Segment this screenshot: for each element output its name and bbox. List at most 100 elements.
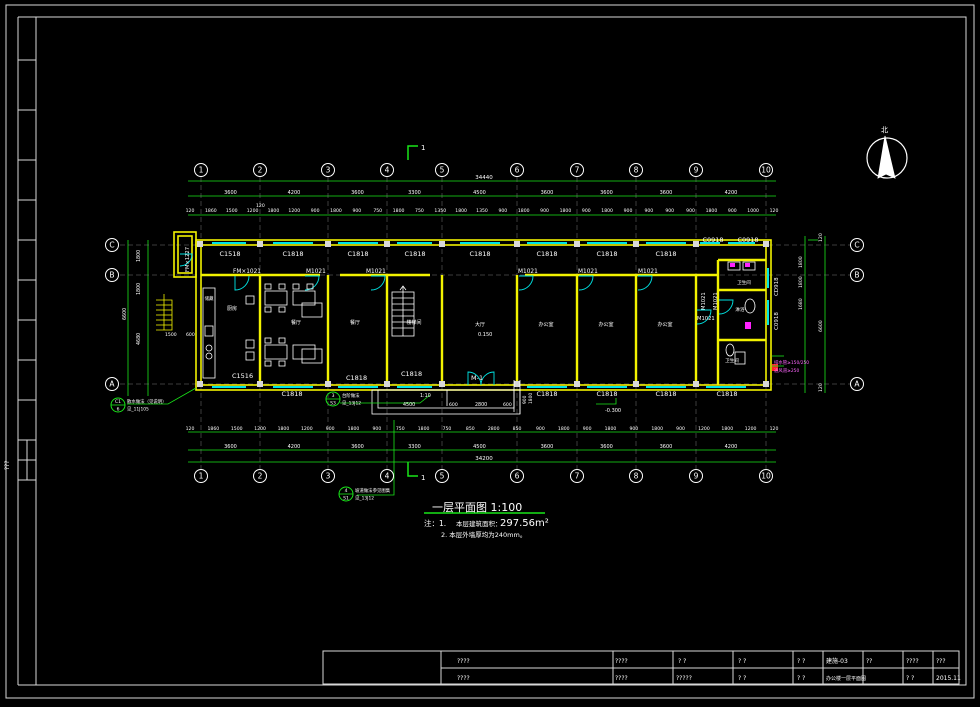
axis-bubble-bottom-4 [380,469,394,483]
toilet-fixtures [725,261,756,365]
note-line1-value: 297.56m² [500,518,549,529]
door-tag: M1021 [638,269,658,275]
kitchen-counter [202,287,216,379]
axis-bubble-top-8 [629,163,643,177]
detail-dimension-top: 1800 [601,208,613,214]
axis-bubble-left-0 [105,238,119,252]
window-tag: C1518 [219,250,240,258]
window-tag: C1818 [655,250,676,258]
title-block-cell: ???? [457,675,470,682]
axis-bubble-top-10 [759,163,773,177]
leader-lines [127,355,784,496]
title-block-cell: ???? [906,658,919,665]
callout-ref: 见_13J12 [342,401,361,407]
axis-bubble-right-1 [850,268,864,282]
bay-dimension-top: 4200 [288,190,301,196]
door-tag: M1021 [518,269,538,275]
main-stair [391,285,415,337]
side-dimension-right: 1800 [798,276,804,288]
overall-dimension-top: 34440 [475,175,493,181]
room-label: 卫生间 [737,279,751,286]
axis-bubble-top-5-label: 5 [440,166,445,175]
detail-dimension-top: 1200 [288,208,300,214]
window-tag: CD918 [774,277,780,296]
title-block-cell: ? ? [738,675,746,682]
detail-dimension-bottom: 1860 [208,426,220,432]
bay-dimension-bottom: 3600 [660,444,673,450]
room-label: 淋浴 [735,306,745,313]
detail-dimension-top: 1860 [205,208,217,214]
axis-bubble-top-3 [321,163,335,177]
axis-bubble-top-4-label: 4 [385,166,390,175]
detail-dimension-bottom: 1800 [651,426,663,432]
detail-dimension-bottom: 1800 [278,426,290,432]
detail-dimension-bottom: 1500 [231,426,243,432]
detail-dimension-bottom: 1800 [721,426,733,432]
room-label: 办公室 [598,321,613,328]
misc-dimension: 1800 [528,393,534,404]
misc-dimension: 600 [449,402,458,408]
bay-dimension-top: 4200 [725,190,738,196]
detail-dimension-top: 900 [582,208,591,214]
axis-bubble-bottom-9-label: 9 [694,472,699,481]
axis-bubble-bottom-10-label: 10 [761,472,771,481]
axis-bubble-top-2-label: 2 [258,166,263,175]
axis-bubble-bottom-10 [759,469,773,483]
room-label: 大厅 [475,321,485,328]
detail-dimension-bottom: 120 [186,426,195,432]
detail-dimension-bottom: 900 [326,426,335,432]
axis-bubble-bottom-2-label: 2 [258,472,263,481]
detail-dimension-top: 1800 [518,208,530,214]
detail-dimension-top: 1800 [393,208,405,214]
side-dimension-right: 6600 [818,320,824,332]
bay-dimension-top: 3300 [408,190,421,196]
window-tag: C1818 [281,390,302,398]
window-tag: C1818 [596,390,617,398]
title-block-frame [322,650,960,685]
axis-bubble-top-5 [435,163,449,177]
axis-bubble-bottom-9 [689,469,703,483]
axis-bubble-bottom-7-label: 7 [575,472,580,481]
title-block-cell: 办公楼一层平面图 [826,675,866,682]
detail-dimension-bottom: 1800 [348,426,360,432]
axis-bubble-left-2 [105,377,119,391]
axis-bubble-top-10-label: 10 [761,166,771,175]
drawing-title: 一层平面图 1:100 [432,501,522,514]
callout-text: 台阶做法 [342,392,360,399]
window-tag: C1818 [469,250,490,258]
detail-dimension-bottom: 1800 [558,426,570,432]
bay-dimension-bottom: 4200 [288,444,301,450]
door-tag: M1021 [306,269,326,275]
axis-bubble-bottom-4-label: 4 [385,472,390,481]
title-block-cell: ??? [936,658,946,665]
bay-dimension-top: 3600 [660,190,673,196]
window-tag: C0918 [702,236,723,244]
callout-sheet: S3 [330,401,336,407]
note-prefix: 注：1. [424,518,446,528]
axis-bubble-bottom-8-label: 8 [634,472,639,481]
bay-dimension-top: 3600 [541,190,554,196]
door-tag: M1021 [366,269,386,275]
axis-bubble-top-6 [510,163,524,177]
misc-dimension: 1:10 [420,393,431,399]
room-label: 卫生间 [725,357,739,364]
door-tag: FM×1227 [185,247,191,272]
title-block-cell: ???? [457,658,470,665]
axis-bubble-bottom-8 [629,469,643,483]
axis-bubble-top-4 [380,163,394,177]
side-dimension-right: 120 [818,233,824,242]
side-dimension-left: 4680 [136,333,142,345]
note-line1-text: 本层建筑面积： [456,519,502,528]
detail-dimension-top: 900 [311,208,320,214]
dimension-lines [127,180,826,463]
axis-bubble-top-9-label: 9 [694,166,699,175]
window-tag: C0918 [737,236,758,244]
door-tag: M1021 [701,292,707,310]
axis-bubble-right-2 [850,377,864,391]
toilet-note: 通风道≥250 [774,367,799,374]
detail-dimension-top: 750 [373,208,382,214]
window-tag: C1818 [401,370,422,378]
detail-dimension-bottom: 1800 [418,426,430,432]
north-label: 北 [881,126,888,134]
